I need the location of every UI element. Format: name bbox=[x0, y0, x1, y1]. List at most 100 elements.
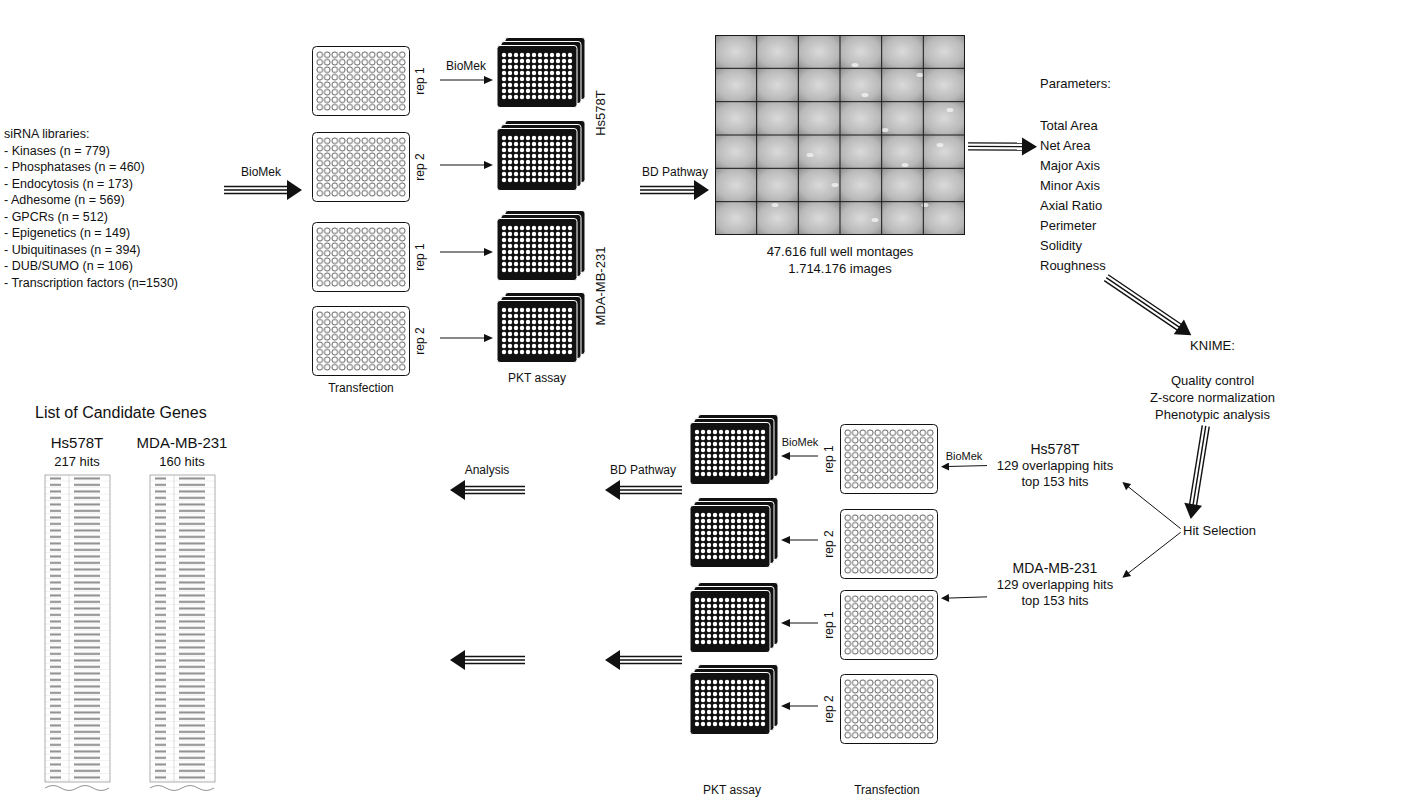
node-line: - DUB/SUMO (n = 106) bbox=[4, 258, 178, 275]
plate-wells bbox=[844, 679, 934, 739]
annotation-label: PKT assay bbox=[703, 784, 761, 798]
triple-arrows bbox=[224, 187, 292, 194]
grid-line bbox=[715, 234, 965, 235]
replicate-label: rep 1 bbox=[822, 445, 836, 472]
well-plate bbox=[820, 424, 938, 494]
cell-blob bbox=[902, 163, 909, 167]
cell-line-label: MDA-MB-231 bbox=[594, 247, 608, 326]
cell-blob bbox=[917, 73, 924, 77]
cell-blob bbox=[872, 218, 879, 222]
candidate-gene-table bbox=[69, 475, 70, 782]
annotation-label: BD Pathway bbox=[610, 464, 676, 478]
cell-blob bbox=[852, 63, 859, 67]
grid-line bbox=[715, 135, 965, 136]
connector-line bbox=[968, 146, 1027, 148]
node-line: Major Axis bbox=[1040, 156, 1111, 176]
well-plate bbox=[820, 590, 938, 660]
triple-arrow bbox=[1104, 275, 1191, 336]
node-line: Solidity bbox=[1040, 236, 1111, 256]
plate-outline bbox=[841, 591, 938, 660]
grid-line bbox=[923, 35, 924, 235]
replicate-label: rep 1 bbox=[413, 243, 427, 270]
arrowhead bbox=[1174, 319, 1191, 335]
replicate-label: rep 2 bbox=[822, 530, 836, 557]
annotation-label: BioMek bbox=[446, 60, 486, 74]
node-line: Total Area bbox=[1040, 116, 1111, 136]
plate-wells bbox=[844, 514, 934, 574]
node-line: Z-score normalization bbox=[1150, 389, 1275, 406]
node-line: top 153 hits bbox=[990, 593, 1120, 609]
montage-caption: 47.616 full well montages 1.714.176 imag… bbox=[750, 243, 930, 277]
plate-wells bbox=[316, 227, 406, 287]
plate-stack bbox=[690, 415, 778, 485]
thin-arrows bbox=[484, 334, 493, 342]
node-line: 129 overlapping hits bbox=[990, 577, 1120, 593]
cell-blob bbox=[882, 128, 889, 132]
cell-blob bbox=[832, 183, 839, 187]
node-line: top 153 hits bbox=[990, 474, 1120, 490]
text-block: MDA-MB-231129 overlapping hitstop 153 hi… bbox=[990, 560, 1120, 609]
well-plate bbox=[313, 47, 410, 116]
node-line: Quality control bbox=[1150, 372, 1275, 389]
triple-arrows bbox=[287, 180, 302, 200]
thin-arrows bbox=[484, 248, 493, 256]
plate-wells bbox=[844, 595, 934, 655]
annotation-label: PKT assay bbox=[508, 372, 566, 386]
plate-outline bbox=[841, 675, 938, 744]
replicate-label: rep 2 bbox=[822, 695, 836, 722]
triple-arrow bbox=[968, 138, 1037, 156]
well-plate bbox=[312, 306, 430, 376]
connector-line bbox=[1104, 281, 1180, 333]
node-heading: Hs578T bbox=[990, 441, 1120, 458]
well-plate bbox=[841, 675, 938, 744]
plate-node: rep 2 bbox=[312, 132, 430, 202]
triple-arrows bbox=[605, 650, 620, 670]
plate-outline bbox=[841, 510, 938, 579]
thin-arrows bbox=[781, 452, 790, 460]
thin-arrows bbox=[484, 161, 493, 169]
text-block: Hs578T129 overlapping hitstop 153 hits bbox=[990, 441, 1120, 490]
cell-blob bbox=[922, 203, 929, 207]
node-line: - Ubiquitinases (n = 394) bbox=[4, 242, 178, 259]
grid-line bbox=[881, 35, 882, 235]
connector-line bbox=[1192, 426, 1205, 509]
annotation-label: Transfection bbox=[328, 382, 394, 396]
triple-arrows bbox=[460, 487, 525, 494]
plate-outline bbox=[313, 223, 410, 292]
node-line: Phenotypic analysis bbox=[1150, 406, 1275, 423]
candidate-gene-table bbox=[45, 475, 110, 791]
node-line: - GPCRs (n = 512) bbox=[4, 209, 178, 226]
replicate-label: rep 2 bbox=[413, 153, 427, 180]
well-plate bbox=[841, 591, 938, 660]
plate-stack bbox=[497, 38, 585, 108]
arrowhead bbox=[1022, 138, 1037, 156]
node-heading: Hit Selection bbox=[1183, 522, 1256, 539]
plate-stack bbox=[690, 583, 778, 653]
annotation-label: BD Pathway bbox=[642, 166, 708, 180]
well-plate bbox=[313, 307, 410, 376]
node-line: - Adhesome (n = 569) bbox=[4, 192, 178, 209]
triple-arrows bbox=[224, 180, 709, 670]
replicate-label: rep 2 bbox=[413, 327, 427, 354]
annotation-label: List of Candidate Genes bbox=[35, 404, 207, 422]
node-line: Perimeter bbox=[1040, 216, 1111, 236]
text-block: siRNA libraries:- Kinases (n = 779)- Pho… bbox=[4, 126, 178, 291]
montage-node: 47.616 full well montages 1.714.176 imag… bbox=[715, 35, 965, 277]
candidate-gene-table bbox=[150, 786, 214, 791]
triple-arrows bbox=[605, 480, 620, 500]
node-line: Minor Axis bbox=[1040, 176, 1111, 196]
well-plate bbox=[312, 46, 430, 116]
connector-line bbox=[1127, 532, 1181, 574]
arrow-connector bbox=[1122, 532, 1180, 577]
thin-arrows bbox=[781, 619, 790, 627]
arrow-connector bbox=[1122, 482, 1180, 529]
grid-line bbox=[715, 201, 965, 202]
connector-line bbox=[947, 597, 987, 598]
connector-line bbox=[1196, 427, 1209, 510]
text-block: Hit Selection bbox=[1183, 522, 1256, 539]
plate-wells bbox=[844, 429, 934, 489]
node-heading: MDA-MB-231 bbox=[990, 560, 1120, 577]
triple-arrows bbox=[615, 487, 682, 494]
arrowhead bbox=[1122, 570, 1131, 578]
